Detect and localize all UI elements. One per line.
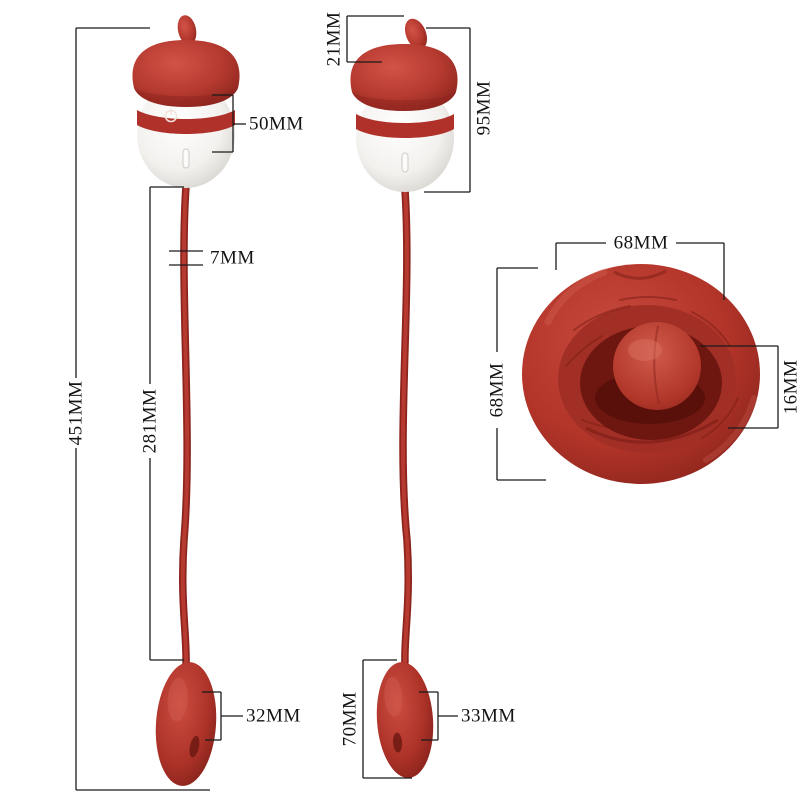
dim-left-tip-width: 32MM <box>202 691 301 741</box>
power-icon <box>164 108 178 123</box>
dim-label-stem-diameter: 7MM <box>210 248 255 269</box>
dim-label-right-tip-width: 33MM <box>461 706 516 727</box>
right-device-cap-shadow <box>352 92 456 111</box>
dim-label-mouth-height: 68MM <box>487 363 508 418</box>
dim-stem-diameter: 7MM <box>169 248 255 269</box>
dim-label-left-tip-width: 32MM <box>246 706 301 727</box>
dim-label-total-length: 451MM <box>66 381 87 446</box>
right-tip-slit <box>393 732 403 753</box>
dim-total-length: 451MM <box>66 27 210 791</box>
dim-label-head-height: 95MM <box>474 81 495 136</box>
dim-tongue-height: 16MM <box>700 345 800 429</box>
dim-cap-height: 21MM <box>324 12 404 67</box>
left-device-cap <box>132 40 240 107</box>
right-device-band <box>356 114 454 138</box>
left-device-port-slit <box>182 148 190 169</box>
left-tip-slit <box>189 735 200 758</box>
dim-label-tip-length: 70MM <box>340 692 361 747</box>
tongue-crease <box>653 325 660 405</box>
right-device-tongue <box>404 18 428 50</box>
mouth-highlight-left <box>544 268 608 326</box>
mouth-attachment <box>522 264 760 484</box>
dim-label-cap-height: 21MM <box>324 12 345 67</box>
mouth-bottom-fold <box>585 418 719 444</box>
dim-head-width: 50MM <box>212 94 304 153</box>
left-device-band <box>137 110 235 134</box>
dim-label-stem-length: 281MM <box>140 389 161 454</box>
left-device-tip <box>155 662 217 786</box>
dim-label-mouth-width: 68MM <box>614 233 669 254</box>
dim-label-head-width: 50MM <box>249 114 304 135</box>
left-device-cap-shadow <box>134 88 238 107</box>
right-device-stem-highlight <box>401 188 411 664</box>
right-device-port-slit <box>401 152 409 173</box>
right-device-tip <box>376 662 434 778</box>
dim-label-tongue-height: 16MM <box>781 360 800 415</box>
dim-head-height: 95MM <box>424 27 495 193</box>
dim-stem-length: 281MM <box>140 186 184 661</box>
right-device <box>350 18 458 778</box>
dim-mouth-height: 68MM <box>487 267 546 481</box>
dim-mouth-width: 68MM <box>555 233 725 300</box>
left-device-stem-highlight <box>180 184 190 666</box>
left-device <box>132 15 240 786</box>
mouth-top-crease <box>613 269 667 280</box>
dim-tip-length: 70MM <box>340 659 412 779</box>
mouth-highlight-right <box>703 395 757 463</box>
tongue-highlight <box>628 339 662 361</box>
dim-right-tip-width: 33MM <box>419 691 516 741</box>
dimension-annotations: 451MM 281MM 50MM 7MM <box>66 12 800 791</box>
left-device-tongue <box>177 15 197 45</box>
right-device-cap <box>350 44 458 111</box>
